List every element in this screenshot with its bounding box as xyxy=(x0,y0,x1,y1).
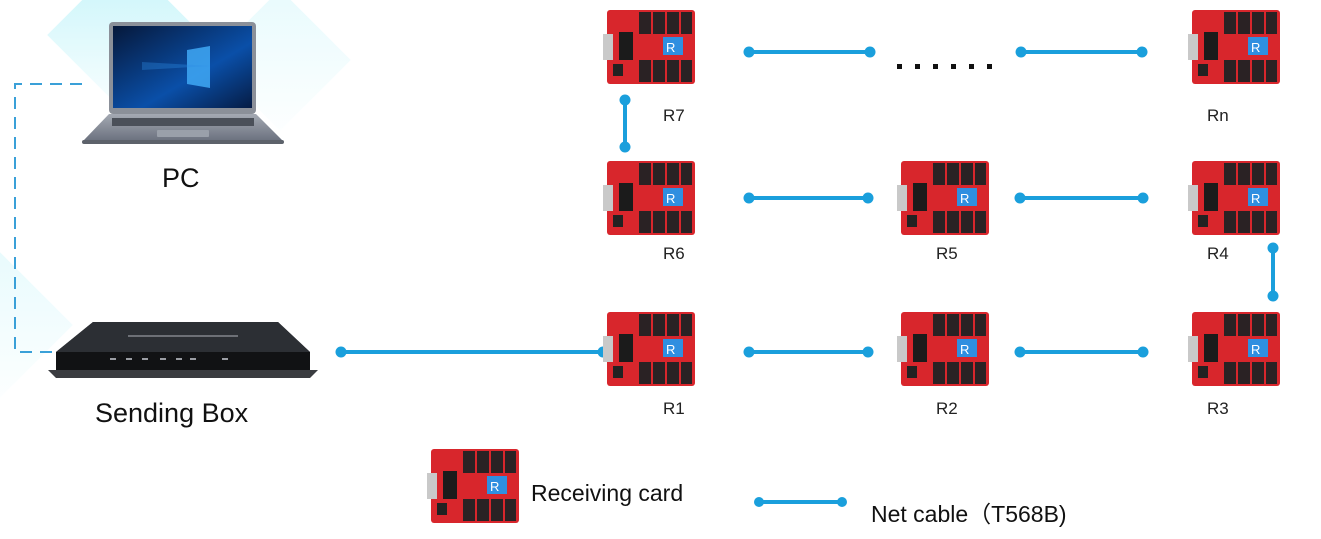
card-label-r5: R5 xyxy=(936,244,958,263)
card-label-r7: R7 xyxy=(663,106,685,125)
svg-text:R: R xyxy=(490,479,499,494)
svg-text:R: R xyxy=(1251,191,1260,206)
card-label-rn: Rn xyxy=(1207,106,1229,125)
pc-laptop-icon xyxy=(82,22,284,144)
cable-r2-r3 xyxy=(1014,346,1149,358)
svg-text:R: R xyxy=(960,342,969,357)
cable-r1-r2 xyxy=(743,346,874,358)
sending-box-icon xyxy=(48,322,318,378)
svg-text:R: R xyxy=(666,342,675,357)
pc-label: PC xyxy=(162,163,200,193)
card-label-r3: R3 xyxy=(1207,399,1229,418)
receiving-card-r2: R xyxy=(897,312,989,386)
svg-text:R: R xyxy=(666,191,675,206)
svg-text:R: R xyxy=(960,191,969,206)
svg-text:R: R xyxy=(1251,342,1260,357)
legend-receiving-card-label: Receiving card xyxy=(531,480,684,506)
receiving-card-r5: R xyxy=(897,161,989,235)
receiving-card-r7: R xyxy=(603,10,695,84)
cable-r7-ellipsis xyxy=(743,46,876,58)
cable-ellipsis-rn xyxy=(1015,46,1148,58)
legend-net-cable-label: Net cable（T568B) xyxy=(871,501,1067,527)
pc-box-dashed-link xyxy=(14,83,82,353)
sending-box-label: Sending Box xyxy=(95,398,249,428)
receiving-card-rn: R xyxy=(1188,10,1280,84)
card-label-r4: R4 xyxy=(1207,244,1229,263)
svg-text:R: R xyxy=(1251,40,1260,55)
receiving-card-r4: R xyxy=(1188,161,1280,235)
ellipsis-dots xyxy=(897,64,992,69)
cable-sendingbox-r1 xyxy=(335,346,609,358)
receiving-card-r6: R xyxy=(603,161,695,235)
legend-receiving-card-icon: R xyxy=(427,449,519,523)
cable-r5-r6 xyxy=(743,192,874,204)
receiving-card-r3: R xyxy=(1188,312,1280,386)
card-label-r6: R6 xyxy=(663,244,685,263)
card-label-r2: R2 xyxy=(936,399,958,418)
cable-r6-r7 xyxy=(619,94,631,153)
cable-r4-r5 xyxy=(1014,192,1149,204)
card-label-r1: R1 xyxy=(663,399,685,418)
svg-text:R: R xyxy=(666,40,675,55)
receiving-card-r1: R xyxy=(603,312,695,386)
cable-r3-r4 xyxy=(1267,242,1279,302)
